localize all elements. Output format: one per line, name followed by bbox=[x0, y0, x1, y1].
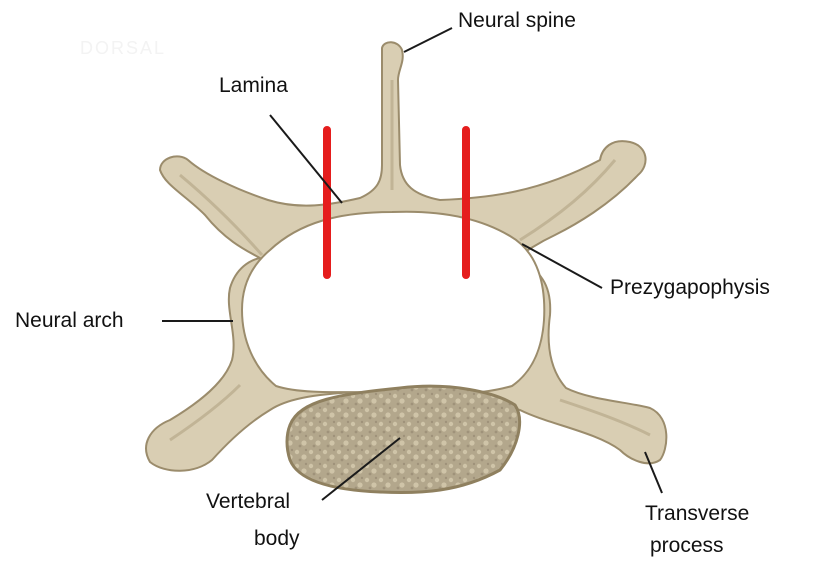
vertebral-body-shape bbox=[287, 386, 520, 492]
vertebral-foramen bbox=[242, 212, 544, 395]
leader-lamina bbox=[270, 115, 342, 203]
label-vertebral-body-line1: Vertebral bbox=[206, 490, 290, 514]
label-prezygapophysis: Prezygapophysis bbox=[610, 276, 770, 300]
label-transverse-process-line2: process bbox=[650, 534, 724, 558]
watermark-text: DORSAL bbox=[80, 38, 166, 59]
label-neural-spine: Neural spine bbox=[458, 9, 576, 33]
label-transverse-process-line1: Transverse bbox=[645, 502, 749, 526]
label-neural-arch: Neural arch bbox=[15, 309, 124, 333]
leader-neural-spine bbox=[404, 28, 452, 52]
label-vertebral-body-line2: body bbox=[254, 527, 300, 551]
label-lamina: Lamina bbox=[219, 74, 288, 98]
